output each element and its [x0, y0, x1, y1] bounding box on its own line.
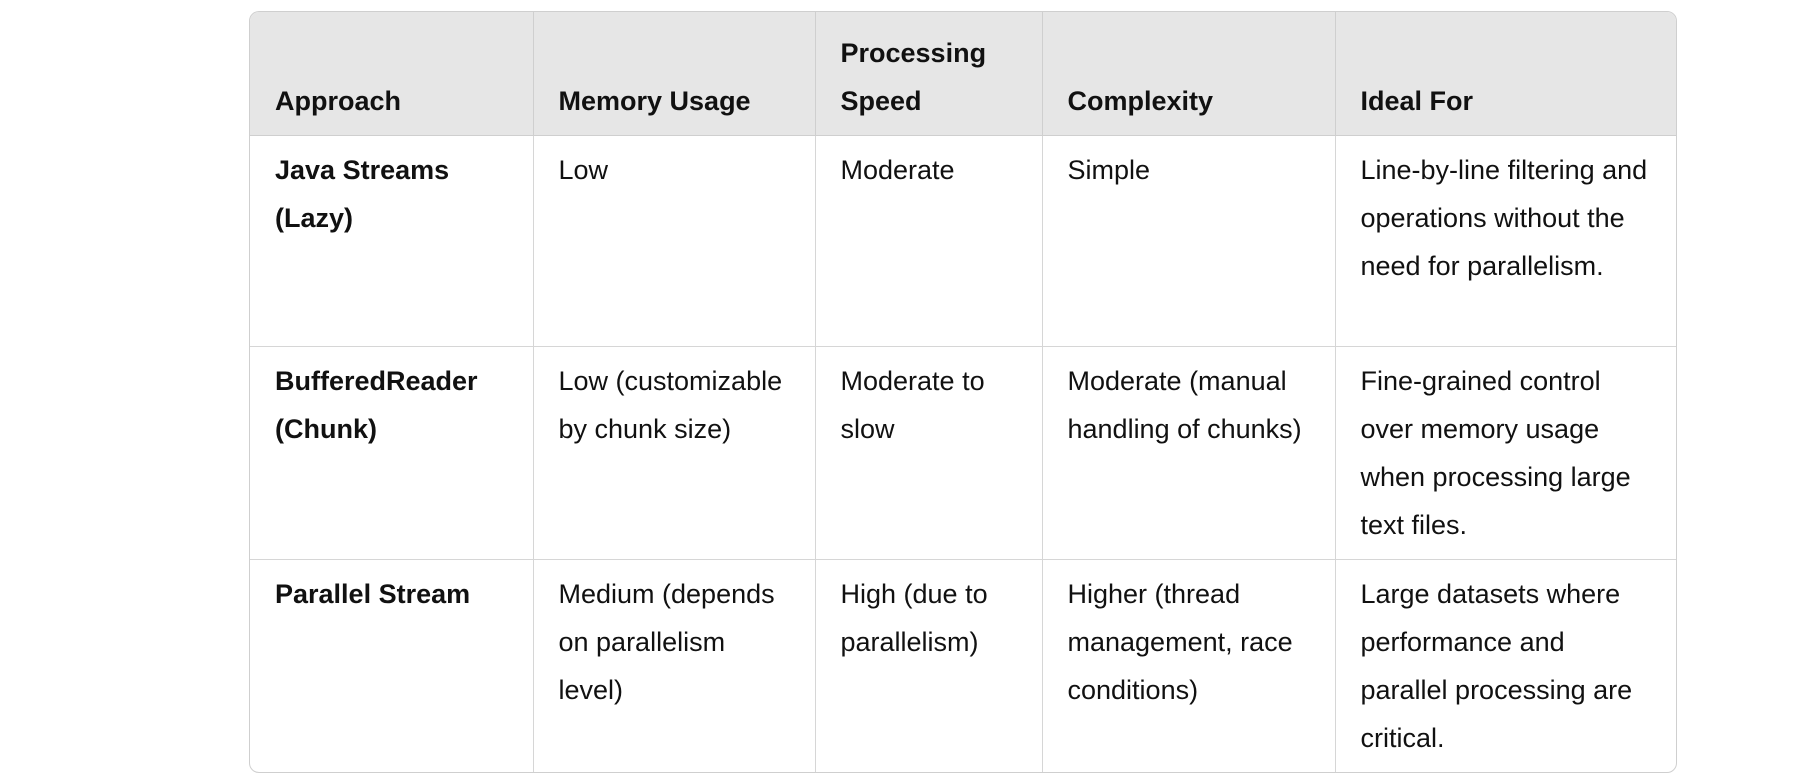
table-row: BufferedReader (Chunk) Low (customizable… [250, 346, 1676, 560]
cell-memory-usage: Low [533, 135, 816, 347]
cell-memory-usage: Medium (depends on parallelism level) [533, 559, 816, 772]
cell-processing-speed: Moderate [815, 135, 1043, 347]
cell-complexity: Simple [1042, 135, 1336, 347]
header-approach: Approach [250, 12, 534, 136]
cell-approach: BufferedReader (Chunk) [250, 346, 534, 560]
comparison-table: Approach Memory Usage Processing Speed C… [250, 12, 1676, 772]
cell-approach: Java Streams (Lazy) [250, 135, 534, 347]
cell-ideal-for: Large datasets where performance and par… [1360, 579, 1633, 753]
table-header: Approach Memory Usage Processing Speed C… [250, 12, 1676, 136]
cell-memory-usage: Low (customizable by chunk size) [533, 346, 816, 560]
header-complexity: Complexity [1042, 12, 1336, 136]
cell-processing-speed: Moderate to slow [815, 346, 1043, 560]
cell-complexity: Higher (thread management, race conditio… [1042, 559, 1336, 772]
cell-ideal-for: Line-by-line filtering and operations wi… [1335, 135, 1676, 347]
table-body: Java Streams (Lazy) Low Moderate Simple … [250, 135, 1676, 772]
table-row: Java Streams (Lazy) Low Moderate Simple … [250, 135, 1676, 347]
header-ideal-for: Ideal For [1335, 12, 1676, 136]
cell-approach: Parallel Stream [250, 559, 534, 772]
cell-complexity: Moderate (manual handling of chunks) [1042, 346, 1336, 560]
header-memory-usage: Memory Usage [533, 12, 816, 136]
cell-processing-speed: High (due to parallelism) [815, 559, 1043, 772]
comparison-table-container: Approach Memory Usage Processing Speed C… [249, 11, 1677, 773]
header-processing-speed: Processing Speed [815, 12, 1043, 136]
cell-ideal-for: Fine-grained control over memory usage w… [1335, 346, 1676, 560]
header-row: Approach Memory Usage Processing Speed C… [250, 12, 1676, 136]
table-row: Parallel Stream Medium (depends on paral… [250, 559, 1676, 772]
